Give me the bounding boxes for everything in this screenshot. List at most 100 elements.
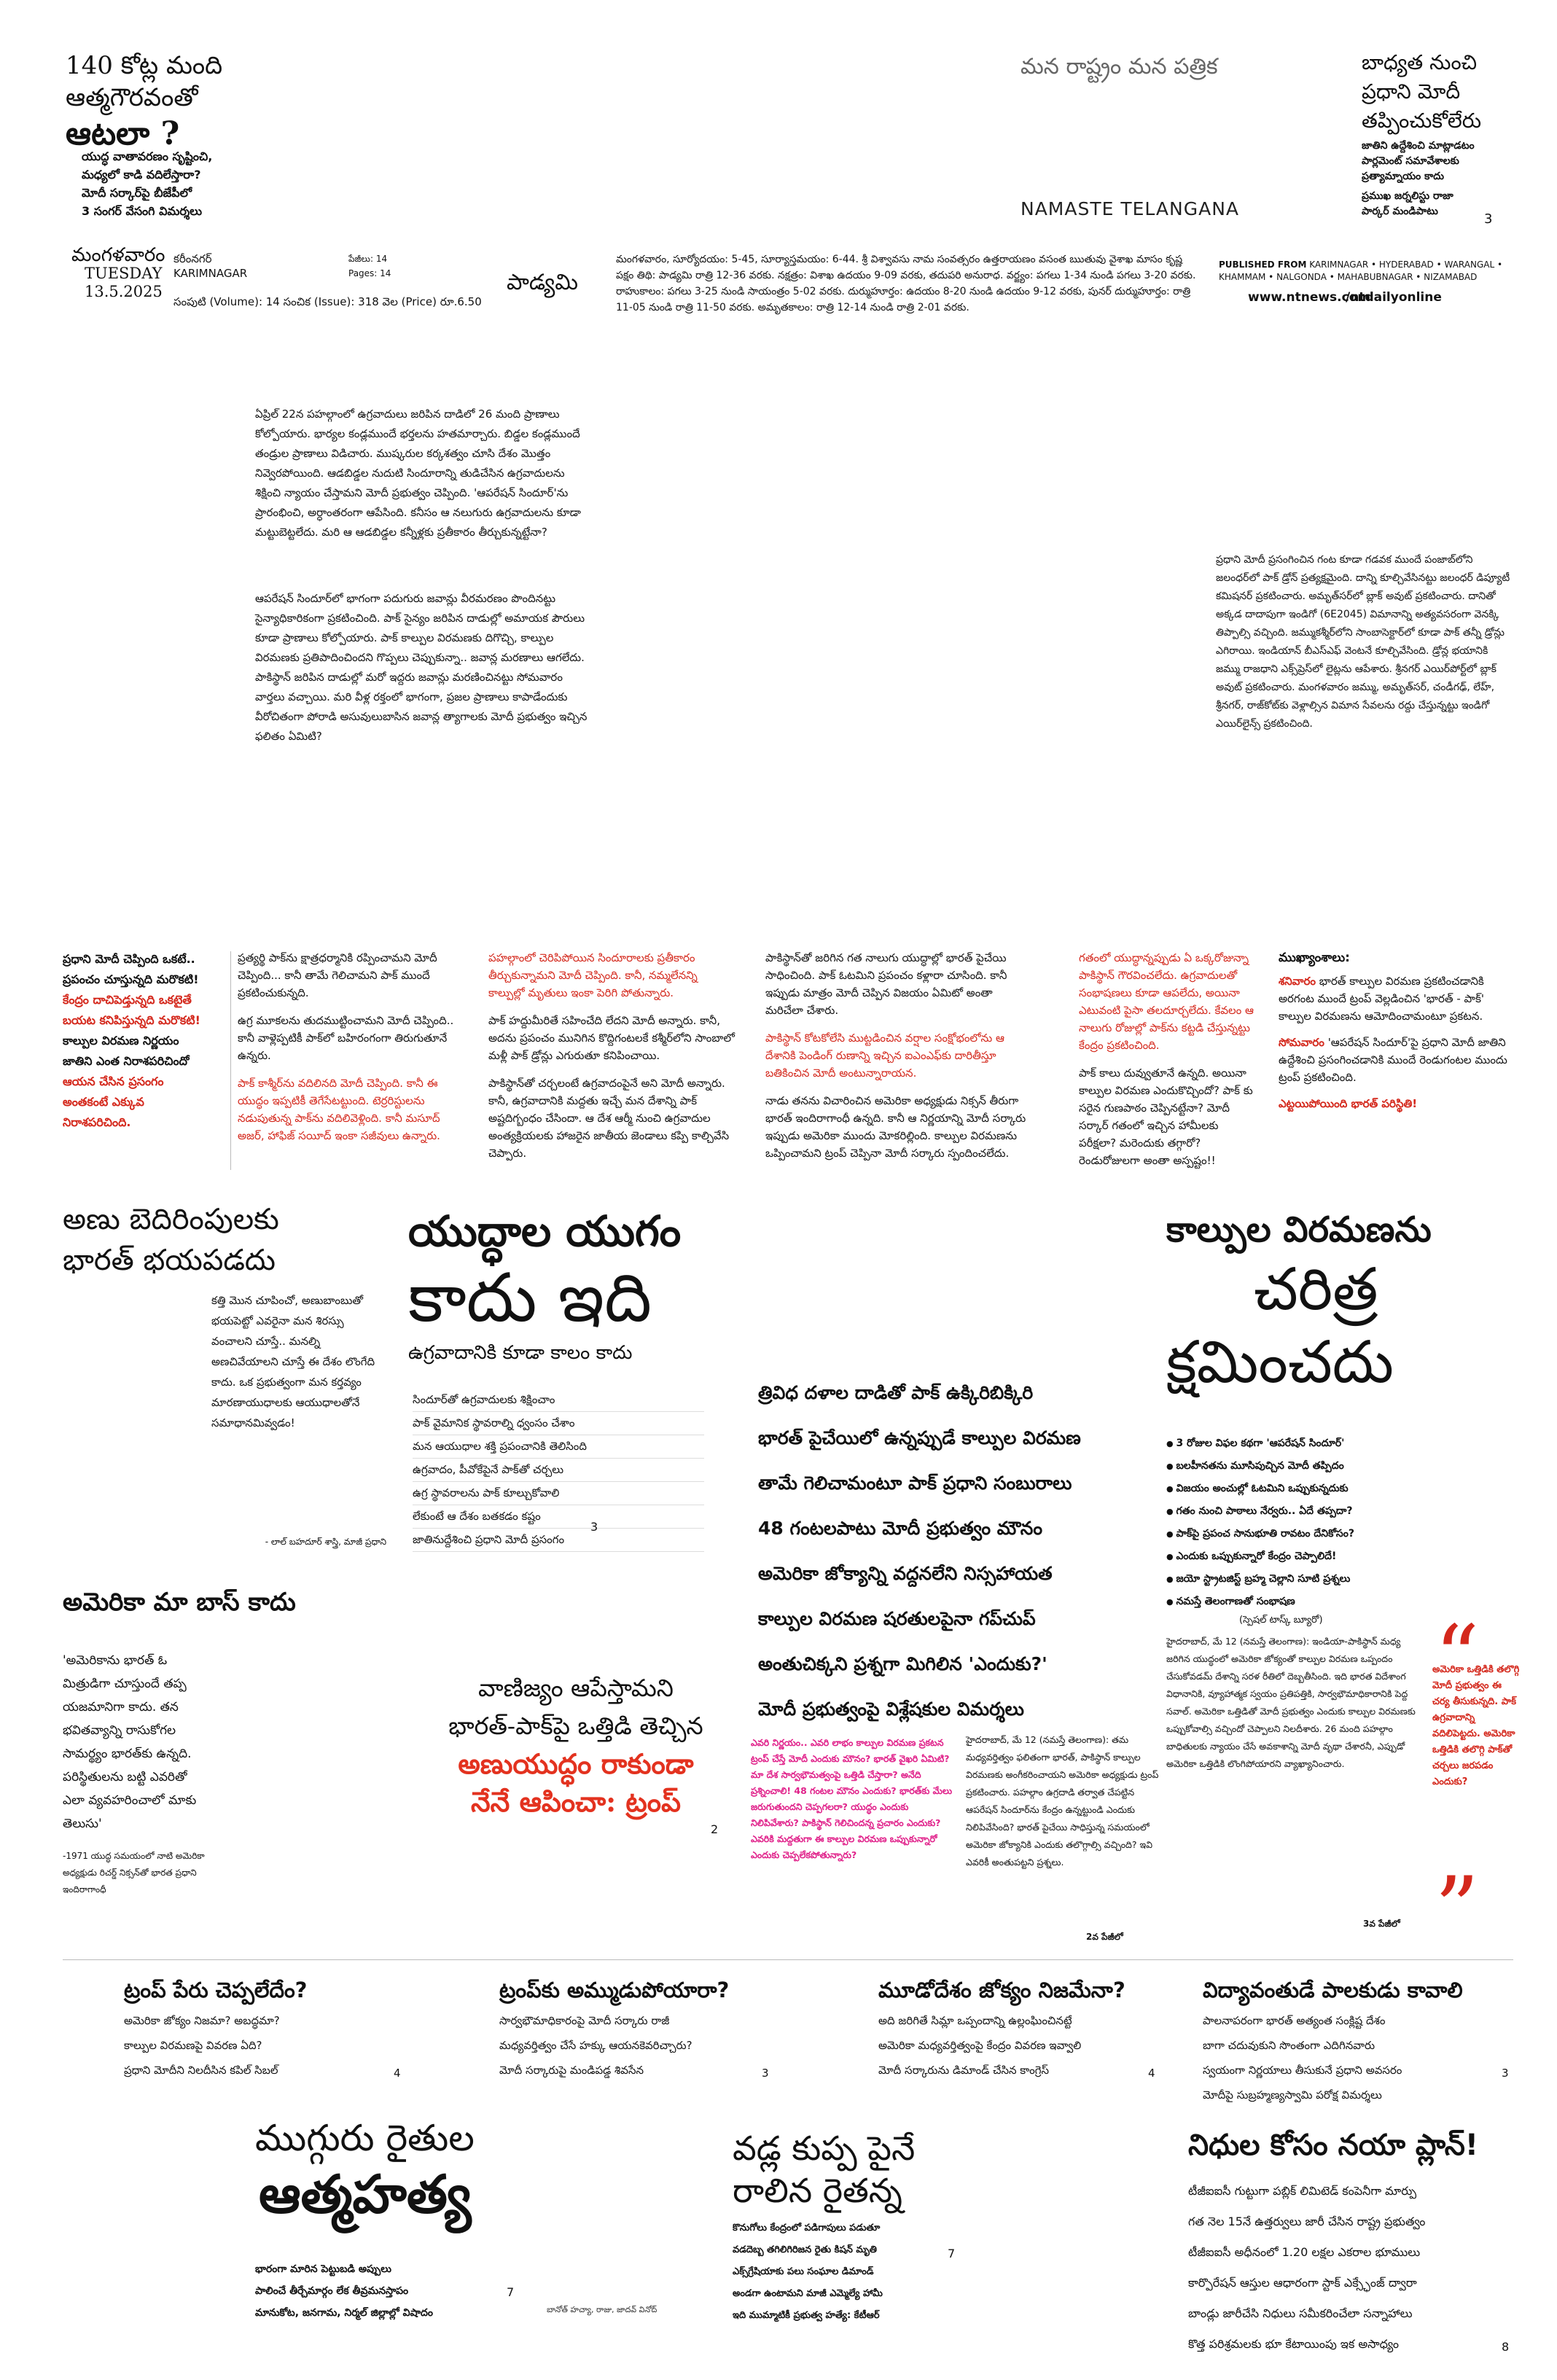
date: 13.5.2025	[85, 283, 163, 300]
panchangam-title: పాడ్యమి	[507, 270, 579, 295]
nuclear-quote: కత్తి మొన చూపించో, అణుబాంబుతో భయపెట్టో ఎ…	[211, 1294, 375, 1429]
top-left-teaser[interactable]: 140 కోట్ల మంది ఆత్మగౌరవంతో ఆటలా ?	[66, 50, 248, 155]
war-point: మన ఆయుధాల శక్తి ప్రపంచానికి తెలిసింది	[413, 1435, 704, 1459]
teaser-line1: 140 కోట్ల మంది	[66, 51, 223, 80]
farmers-l3: మానుకోట, జనగామ, నిర్మల్ జిల్లాల్లో విషాద…	[255, 2307, 434, 2319]
masthead-tagline: మన రాష్ట్రం మన పత్రిక	[1021, 54, 1218, 79]
trump-story[interactable]: వాణిజ్యం ఆపేస్తామని భారత్-పాక్‌పై ఒత్తిడ…	[386, 1669, 765, 1821]
band-c1-line: ప్రపంచం చూస్తున్నది మరొకటి!	[63, 972, 199, 986]
row1-rule	[63, 1959, 1513, 1960]
row1-line: మధ్యవర్తిత్వం చేసే హక్కు ఆయనకెవరిచ్చారు?	[499, 2039, 692, 2052]
bullet-icon: ●	[1166, 1529, 1176, 1539]
row1-line: అది జరిగితే సిమ్లా ఒప్పందాన్ని ఉల్లంఘించ…	[878, 2014, 1072, 2027]
bullet-icon: ●	[1166, 1597, 1176, 1607]
top-left-sub: యుద్ధ వాతావరణం సృష్టించి, మధ్యలో కాడి వద…	[82, 147, 235, 220]
war-point: ఉగ్ర స్థావరాలను పాక్ కూల్చుకోవాలి	[413, 1482, 704, 1505]
bullet-icon: ●	[1166, 1462, 1176, 1471]
ceasefire-h3: క్షమించదు	[1166, 1328, 1394, 1396]
ceasefire-headline[interactable]: కాల్పుల విరమణను చరిత్ర క్షమించదు	[1166, 1206, 1531, 1399]
city-english: KARIMNAGAR	[173, 267, 248, 280]
war-points: సిందూర్‌తో ఉగ్రవాదులకు శిక్షించాంపాక్ వై…	[413, 1389, 704, 1552]
ceasefire-point: ● నమస్తే తెలంగాణతో సంభాషణ	[1166, 1591, 1509, 1613]
row1-line: మోదీ సర్కారుపై మండిపడ్డ శివసేన	[499, 2064, 644, 2077]
band-c6-items: శనివారం భారత్ కాల్పుల విరమణ ప్రకటించడాని…	[1279, 972, 1512, 1112]
row1-headline: మూడోదేశం జోక్యం నిజమేనా?	[878, 1978, 1125, 2002]
mid-story-line: తామే గెలిచామంటూ పాక్ ప్రధాని సంబురాలు	[758, 1472, 1072, 1494]
farmers-h1: ముగ్గురు రైతుల	[255, 2117, 475, 2159]
trump-l1: వాణిజ్యం ఆపేస్తామని	[478, 1674, 674, 1702]
row1-story[interactable]: విద్యావంతుడే పాలకుడు కావాలి పాలనాపరంగా భా…	[1203, 1972, 1516, 2107]
war-point: పాక్ వైమానిక స్థావరాల్ని ధ్వంసం చేశాం	[413, 1412, 704, 1435]
pages-english: Pages: 14	[348, 268, 391, 278]
band-c6-item: శనివారం భారత్ కాల్పుల విరమణ ప్రకటించడాని…	[1279, 972, 1512, 1025]
band-c1-line: బయట కనిపిస్తున్నది మరొకటి!	[63, 1013, 200, 1027]
war-h1: యుద్ధాల యుగం	[408, 1206, 682, 1256]
city-telugu: కరీంనగర్	[173, 252, 212, 265]
teaser-sub2: మధ్యలో కాడి వదిలేస్తారా?	[82, 168, 201, 182]
band-c4a: పాకిస్థాన్‌తో జరిగిన గత నాలుగు యుద్ధాల్ల…	[765, 951, 1007, 1017]
masthead-brand[interactable]: NAMASTE TELANGANA	[1021, 198, 1240, 219]
bullet-icon: ●	[1166, 1552, 1176, 1561]
war-point: సిందూర్‌తో ఉగ్రవాదులకు శిక్షించాం	[413, 1389, 704, 1412]
ceasefire-quote: అమెరికా ఒత్తిడికి తలొగ్గి మోదీ ప్రభుత్వం…	[1432, 1664, 1520, 1787]
mid-body: హైదరాబాద్, మే 12 (నమస్తే తెలంగాణ): తమ మధ…	[966, 1734, 1159, 1868]
row1-line: పాలనాపరంగా భారత్ అత్యంత సంక్లిష్ట దేశం	[1203, 2014, 1386, 2027]
paddy-page: 7	[948, 2247, 956, 2260]
row1-line: అమెరికా మధ్యవర్తిత్వంపై కేంద్రం వివరణ ఇవ…	[878, 2039, 1082, 2052]
row1-page: 4	[1148, 2067, 1155, 2080]
farmers-headline[interactable]: ముగ్గురు రైతుల ఆత్మహత్య	[255, 2114, 583, 2226]
funds-lines: టీజీఐఐసీ గుట్టుగా పబ్లిక్ లిమిటెడ్ కంపెన…	[1188, 2176, 1523, 2360]
mid-story-line: అమెరికా జోక్యాన్ని వద్దనలేని నిస్సహాయత	[758, 1563, 1053, 1584]
row1-story[interactable]: మూడోదేశం జోక్యం నిజమేనా? అది జరిగితే సిమ్…	[878, 1972, 1163, 2083]
band-c1-line: కేంద్రం దాచిపెడ్తున్నది ఒకటైతే	[63, 993, 192, 1007]
teaser-page: 3	[82, 204, 90, 218]
paddy-l5: ఇది ముమ్మాటికీ ప్రభుత్వ హత్యే: కేటీఆర్	[733, 2310, 880, 2321]
paddy-l3: ఎక్స్‌గ్రేషియాకు పలు సంఘాల డిమాండ్	[733, 2266, 874, 2277]
band-c6-label: శనివారం	[1279, 975, 1316, 988]
teaser-line3: ఆటలా ?	[66, 115, 180, 152]
row1-story[interactable]: ట్రంప్ పేరు చెప్పలేదేం?అమెరికా జోక్యం ని…	[124, 1972, 408, 2083]
nuclear-headline[interactable]: అణు బెదిరింపులకు భారత్ భయపడదు	[63, 1199, 354, 1281]
band-c6-text: 'ఆపరేషన్ సిందూర్'పై ప్రధాని మోదీ జాతిని …	[1279, 1036, 1507, 1084]
ceasefire-point-text: బలహీనతను మూసిపుచ్చిన మోదీ తప్పిదం	[1176, 1460, 1344, 1472]
farmers-page: 7	[507, 2285, 515, 2299]
right-paragraph: ప్రధాని మోదీ ప్రసంగించిన గంట కూడా గడవక మ…	[1216, 554, 1510, 730]
row1-line: మోదీ సర్కారును డిమాండ్ చేసిన కాంగ్రెస్	[878, 2064, 1050, 2077]
america-headline[interactable]: అమెరికా మా బాస్ కాదు	[63, 1588, 296, 1617]
mid-story-lines[interactable]: త్రివిధ దళాల దాడితో పాక్ ఉక్కిరిబిక్కిరి…	[758, 1370, 1166, 1732]
ceasefire-point-text: జయో స్ట్రాటజిస్ట్ బ్రహ్మ చెల్లాని సూటి ప…	[1176, 1573, 1351, 1585]
top-right-teaser[interactable]: బాధ్యత నుంచి ప్రధాని మోదీ తప్పించుకోలేరు	[1362, 48, 1529, 136]
quote-close-icon: ”	[1435, 1859, 1480, 1960]
social-handle[interactable]: /ntdailyonline	[1346, 290, 1442, 305]
ceasefire-point-text: నమస్తే తెలంగాణతో సంభాషణ	[1176, 1596, 1295, 1607]
band-c3c: పాకిస్థాన్‌తో చర్చలంటే ఉగ్రవాదంపైనే అని …	[488, 1077, 730, 1160]
funds-headline[interactable]: నిధుల కోసం నయా ప్లాన్!	[1188, 2129, 1479, 2162]
row1-page: 4	[394, 2067, 401, 2080]
website[interactable]: www.ntnews.com	[1248, 290, 1371, 305]
ceasefire-h2: చరిత్ర	[1254, 1255, 1378, 1323]
band-c2c: పాక్ కాశ్మీర్‌ను వదిలినది మోదీ చెప్పింది…	[238, 1077, 440, 1142]
band-c5b: పాక్ కాలు దువ్వుతూనే ఉన్నది. అయినా కాల్ప…	[1079, 1066, 1253, 1167]
row1-line: కాల్పుల విరమణపై వివరణ ఏది?	[124, 2039, 262, 2052]
trump-l2: భారత్-పాక్‌పై ఒత్తిడి తెచ్చిన	[448, 1712, 703, 1740]
farmers-h2: ఆత్మహత్య	[259, 2163, 472, 2225]
row1-story[interactable]: ట్రంప్‌కు అమ్ముడుపోయారా?సార్వభౌమాధికారంప…	[499, 1972, 776, 2083]
quote-open-icon: “	[1435, 1607, 1480, 1709]
ceasefire-h1: కాల్పుల విరమణను	[1166, 1209, 1432, 1250]
war-headline[interactable]: యుద్ధాల యుగం కాదు ఇది ఉగ్రవాదానికి కూడా …	[408, 1204, 773, 1367]
band-c2b: ఉగ్ర మూకలను తుదముట్టించామని మోదీ చెప్పిం…	[238, 1014, 454, 1062]
band-col-1-lines: ప్రధాని మోదీ చెప్పింది ఒకటే..ప్రపంచం చూస…	[63, 949, 223, 1133]
teaser-sub3: మోదీ సర్కార్‌పై బీజేపీలో	[82, 186, 192, 200]
row1-page: 3	[762, 2067, 769, 2080]
funds-l2: గత నెల 15నే ఉత్తర్వులు జారీ చేసిన రాష్ట్…	[1188, 2215, 1426, 2228]
paddy-h1: వడ్ల కుప్ప పైనే	[733, 2129, 916, 2168]
paddy-headline[interactable]: వడ్ల కుప్ప పైనే రాలిన రైతన్న	[733, 2127, 1024, 2212]
row1-page: 3	[1502, 2067, 1509, 2080]
teaser-sub1: యుద్ధ వాతావరణం సృష్టించి,	[82, 149, 213, 163]
mid-cont: 2వ పేజీలో	[1086, 1932, 1123, 1942]
ceasefire-point: ● గతం నుంచి పాఠాలు నేర్వరు.. ఏదే తప్పదా?	[1166, 1500, 1509, 1523]
date-block: మంగళవారం TUESDAY 13.5.2025	[71, 246, 165, 301]
ceasefire-body: హైదరాబాద్, మే 12 (నమస్తే తెలంగాణ): ఇండియ…	[1166, 1636, 1416, 1769]
tr-line3: తప్పించుకోలేరు	[1362, 109, 1482, 133]
row1-headline: విద్యావంతుడే పాలకుడు కావాలి	[1203, 1978, 1463, 2002]
